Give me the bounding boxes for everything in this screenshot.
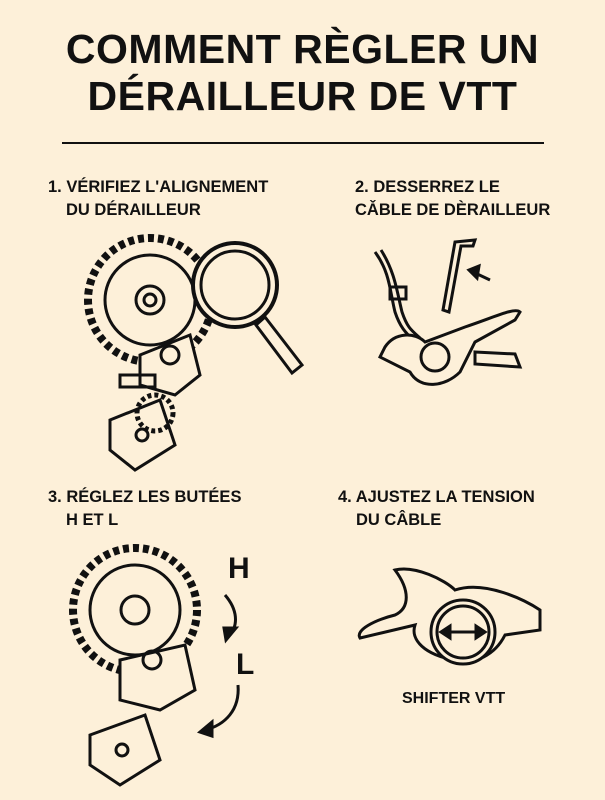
high-label: H: [228, 552, 250, 585]
step-4-line-1: 4. AJUSTEZ LA TENSION: [338, 488, 535, 506]
step-4-heading: 4. AJUSTEZ LA TENSION DU CÂBLE: [338, 486, 535, 532]
cassette-icon: [69, 544, 201, 676]
shifter-label: SHIFTER VTT: [402, 690, 506, 707]
step-3-line-1: 3. RÉGLEZ LES BUTÉES: [48, 488, 242, 506]
magnifier-icon: [191, 241, 279, 329]
step-3-line-2: H ET L: [66, 511, 119, 529]
step-4-line-2: DU CÂBLE: [356, 511, 442, 529]
shifter-icon: [377, 309, 522, 386]
low-label: L: [236, 648, 255, 681]
limit-screw-illustration: [69, 544, 240, 787]
hex-key-icon: [441, 238, 478, 314]
step-2-line-1: 2. DESSERREZ LE: [355, 178, 500, 196]
title-line-2: DÉRAILLEUR DE VTT: [87, 73, 518, 119]
divider: [62, 142, 544, 144]
step-1-line-2: DU DÉRAILLEUR: [66, 201, 201, 219]
title-line-1: COMMENT RÈGLER UN: [65, 26, 540, 72]
cable-loosen-illustration: [373, 238, 523, 386]
derailleur-body-icon: [118, 643, 197, 712]
step-1-heading: 1. VÉRIFIEZ L'ALIGNEMENT DU DÉRAILLEUR: [48, 176, 268, 222]
step-2-line-2: CǍBLE DE DÈRAILLEUR: [355, 201, 551, 219]
page-title: COMMENT RÈGLER UN DÉRAILLEUR DE VTT: [0, 26, 605, 120]
step-3-heading: 3. RÉGLEZ LES BUTÉES H ET L: [48, 486, 241, 532]
shifter-tension-illustration: [357, 567, 542, 666]
step-2-heading: 2. DESSERREZ LE CǍBLE DE DÈRAILLEUR: [355, 176, 550, 222]
step-1-line-1: 1. VÉRIFIEZ L'ALIGNEMENT: [48, 178, 269, 196]
derailleur-magnifier-illustration: [84, 234, 305, 472]
